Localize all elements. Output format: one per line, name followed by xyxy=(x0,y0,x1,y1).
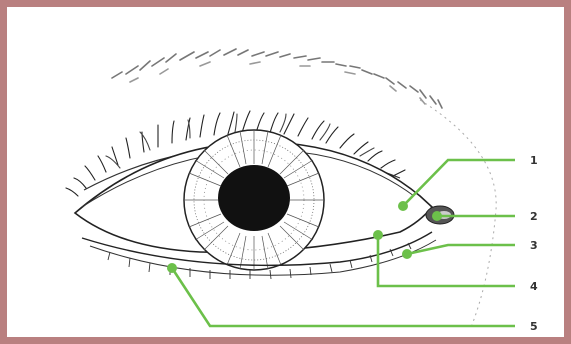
label-1: 1 xyxy=(530,154,538,167)
label-2: 2 xyxy=(530,210,538,223)
leader-line-4 xyxy=(378,235,515,286)
label-5: 5 xyxy=(530,320,538,333)
pupil xyxy=(218,165,290,231)
leader-line-5 xyxy=(172,268,515,326)
leader-line-3 xyxy=(407,245,515,254)
label-4: 4 xyxy=(530,280,538,293)
eyebrow xyxy=(112,49,442,108)
label-3: 3 xyxy=(530,239,538,252)
